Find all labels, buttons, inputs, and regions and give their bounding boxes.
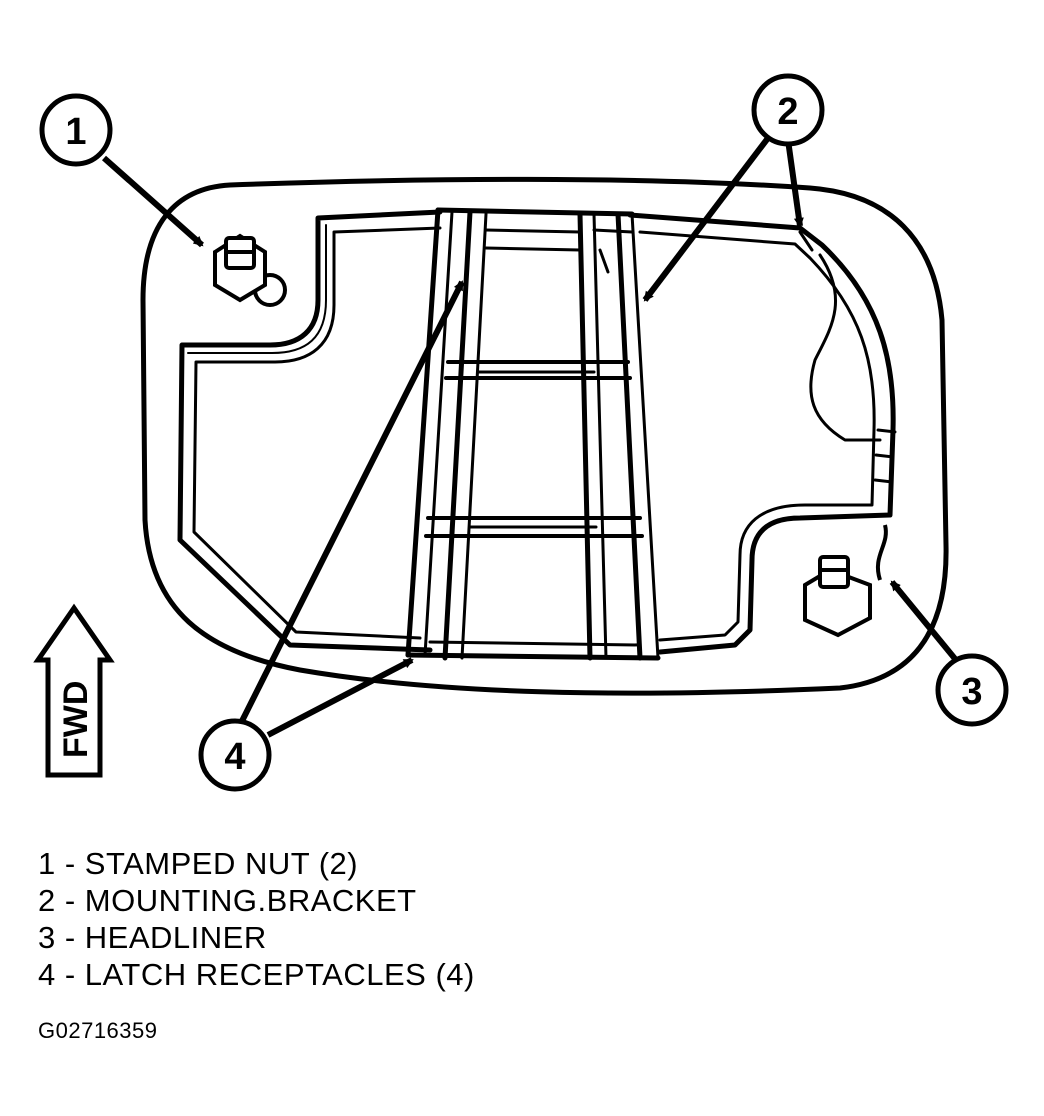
mounting-bracket bbox=[177, 209, 897, 655]
callout-4-label: 4 bbox=[224, 736, 245, 778]
headliner-outline bbox=[140, 176, 949, 696]
callout-3: 3 bbox=[935, 653, 1009, 727]
callout-1: 1 bbox=[39, 93, 113, 167]
latch-ladder-structure bbox=[405, 207, 661, 661]
stamped-nut-top-left bbox=[213, 233, 287, 307]
stamped-nut-bottom-right bbox=[803, 555, 872, 638]
legend-item: 3 - HEADLINER bbox=[38, 920, 267, 955]
headliner-edge bbox=[875, 524, 888, 581]
legend-item: 4 - LATCH RECEPTACLES (4) bbox=[38, 957, 475, 992]
callout-1-label: 1 bbox=[65, 111, 86, 153]
leader-arrows bbox=[102, 136, 959, 738]
legend: 1 - STAMPED NUT (2) 2 - MOUNTING.BRACKET… bbox=[38, 845, 475, 993]
fwd-label: FWD bbox=[57, 681, 95, 758]
callout-3-label: 3 bbox=[961, 671, 982, 713]
callout-2-label: 2 bbox=[777, 91, 798, 133]
legend-item: 2 - MOUNTING.BRACKET bbox=[38, 883, 417, 918]
callout-4: 4 bbox=[198, 718, 272, 792]
legend-item: 1 - STAMPED NUT (2) bbox=[38, 846, 359, 881]
fwd-arrow-icon: FWD bbox=[33, 603, 115, 778]
figure-id: G02716359 bbox=[38, 1018, 158, 1043]
callout-2: 2 bbox=[751, 73, 825, 147]
